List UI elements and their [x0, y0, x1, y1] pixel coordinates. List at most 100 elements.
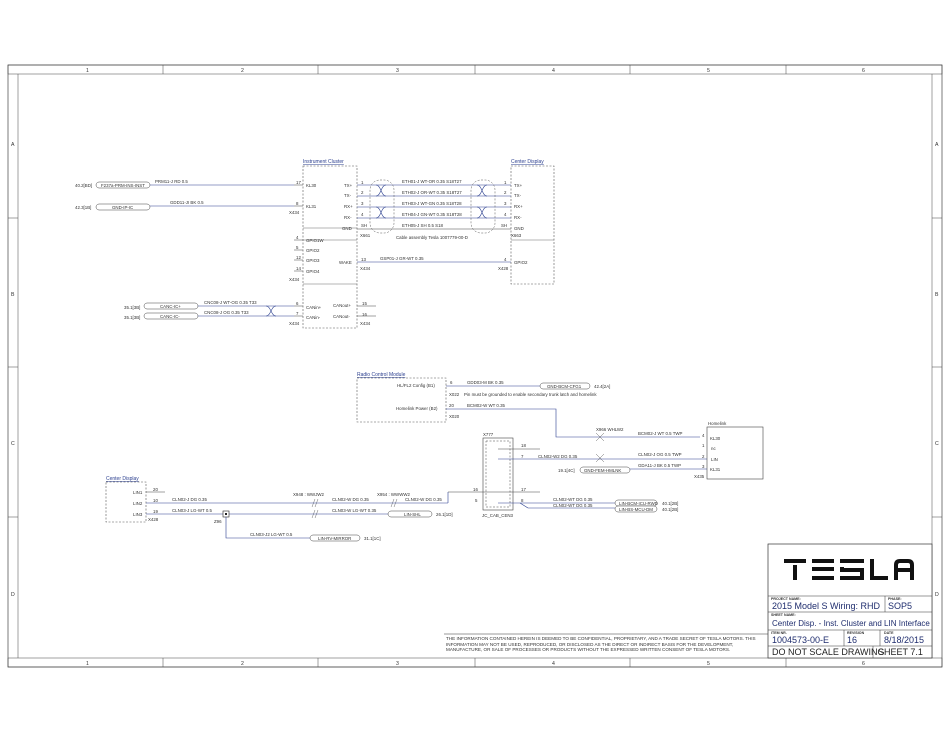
wire-label: GDD03-M BK 0.35 [467, 380, 504, 385]
conn-label: X434 [360, 321, 371, 326]
splice-label: X954 : WWWW2 [377, 492, 410, 497]
project-label: PROJECT NAME: [771, 597, 801, 601]
pin-name: KL30 [710, 436, 721, 441]
homelink-title: Homelink [708, 421, 727, 426]
row-label: A [935, 142, 939, 148]
conn-label: X435 [694, 474, 705, 479]
wire-label: CLN03-J LG-WT 0.5 [172, 508, 212, 513]
wire-label: ETH04-J GN-WT 0.35 S18T28 [402, 212, 462, 217]
sheet-name: Center Disp. - Inst. Cluster and LIN Int… [772, 619, 930, 628]
pin-name: KL31 [710, 467, 721, 472]
conn-label: X434 [289, 210, 300, 215]
pin-num: 4 [702, 433, 705, 438]
pin-num: 6 [296, 301, 299, 306]
pin-num: 4 [504, 212, 507, 217]
pin-num: 5 [296, 245, 299, 250]
date-value: 8/18/2015 [884, 635, 924, 645]
net-label: LIN-BS-MCU-DM [619, 507, 653, 512]
pin-num: 2 [361, 190, 364, 195]
radio-control-module: Radio Control Module HL/FL2 Config (B1) … [356, 372, 700, 438]
conn-label: X020 [449, 414, 460, 419]
pin-name: LIN [711, 457, 718, 462]
homelink-module: Homelink KL30 4 nc 1 LIN 2 KL31 3 X435 X… [558, 421, 764, 480]
power-feeds: 40.2[BD] F237a-PRM-INS-INST PRM11-J RD 0… [75, 179, 294, 211]
wire-label: CNC08-J WT-OG 0.35 T33 [204, 300, 257, 305]
pin-num: 16 [362, 312, 367, 317]
row-label: A [11, 142, 15, 148]
pin-name: RX- [344, 215, 352, 220]
ref: 35.1[3B] [124, 315, 140, 320]
wire-label: GDA11-J BK 0.5 TWP [638, 463, 681, 468]
col-label: 1 [86, 68, 89, 74]
ref: 31.1[1C] [364, 536, 381, 541]
item-label: ITEM NR. [771, 631, 787, 635]
wire-label: GSP01-J GR-WT 0.35 [380, 256, 424, 261]
center-display-bottom: Center Display LIN1 20 LIN2 10 LIN3 19 X… [105, 476, 453, 542]
rcm-title: Radio Control Module [357, 372, 406, 378]
splice-label: X966 WHLW2 [596, 427, 624, 432]
project-name: 2015 Model S Wiring: RHD [772, 601, 881, 611]
pin-name: RX- [514, 215, 522, 220]
ref: 26.1[1D] [436, 512, 453, 517]
pin-num: SH [361, 223, 367, 228]
pin-name: CANin- [306, 315, 321, 320]
tesla-logo [784, 559, 914, 580]
wire-label: ETH02-J OR-WT 0.35 S18T27 [402, 190, 462, 195]
pin-name: GPIO4 [306, 269, 320, 274]
ref: 42.4[2A] [594, 384, 610, 389]
center-display-bottom-title: Center Display [106, 476, 139, 482]
pin-name: KL31 [306, 204, 317, 209]
pin-num: 7 [296, 311, 299, 316]
conn-label: X022 [449, 392, 460, 397]
date-label: DATE [884, 631, 894, 635]
pin-name: nc [711, 446, 716, 451]
wire-label: CLN02-WT DG 0.35 [553, 503, 593, 508]
ethernet-wires [357, 184, 511, 230]
pin-num: 3 [702, 464, 705, 469]
pin-name: RX+ [344, 204, 353, 209]
pin-name: LIN1 [133, 490, 143, 495]
col-label: 4 [552, 661, 555, 667]
pin-num: 1 [361, 180, 364, 185]
row-label: B [11, 292, 15, 298]
jc-cab-connector: X777 JC_CAB_CEN3 18 7 16 17 8 5 CLN02-WT… [448, 432, 678, 518]
confidentiality-notice: THE INFORMATION CONTAINED HEREIN IS DEEM… [446, 636, 764, 653]
col-label: 6 [862, 68, 865, 74]
pin-name: TX+ [514, 183, 523, 188]
pin-name: RX+ [514, 204, 523, 209]
wire-label: CLN02-J OG 0.5 TWP [638, 452, 682, 457]
wire-label: GDD11-JI BK 0.5 [170, 200, 204, 205]
jc-cab-name: JC_CAB_CEN3 [482, 513, 514, 518]
pin-name: GPIO1W [306, 238, 324, 243]
pin-name: LIN3 [133, 512, 143, 517]
pin-name: KL30 [306, 183, 317, 188]
pin-num: 4 [296, 235, 299, 240]
net-label: LIN-RV-MIRROR [318, 536, 351, 541]
wire-label: CLN02-W DG 0.35 [405, 497, 442, 502]
pin-num: 5 [475, 498, 478, 503]
net-label: CANC-IC+ [160, 304, 181, 309]
pin-num: 19 [153, 509, 158, 514]
pin-name: GPIO2 [514, 260, 528, 265]
pin-name: TX- [514, 193, 522, 198]
pin-name: CANout- [333, 314, 350, 319]
pin-num: 3 [361, 201, 364, 206]
net-label: CANC-IC- [160, 314, 180, 319]
conn-label: X434 [360, 266, 371, 271]
wire-label: CLN03-W LG-WT 0.35 [332, 508, 377, 513]
splice-label: Z96 [214, 519, 222, 524]
conn-label: X428 [148, 517, 159, 522]
ref: 35.1[3B] [124, 305, 140, 310]
title-block: PROJECT NAME: 2015 Model S Wiring: RHD P… [767, 543, 933, 659]
wire-label: CNC08-J OG 0.35 T33 [204, 310, 249, 315]
pin-num: 18 [521, 443, 526, 448]
pin-name: LIN2 [133, 501, 143, 506]
revision-value: 16 [847, 635, 857, 645]
item-number: 1004573-00-E [772, 635, 829, 645]
col-label: 3 [396, 68, 399, 74]
pin-name: GND [514, 226, 524, 231]
row-label: C [11, 441, 15, 447]
wire-label: ETH05-J SH 0.5 S18 [402, 223, 444, 228]
pin-name: WAKE [339, 260, 352, 265]
cable-assembly: Cable assembly Tesla 1007779-00-D [396, 235, 468, 240]
